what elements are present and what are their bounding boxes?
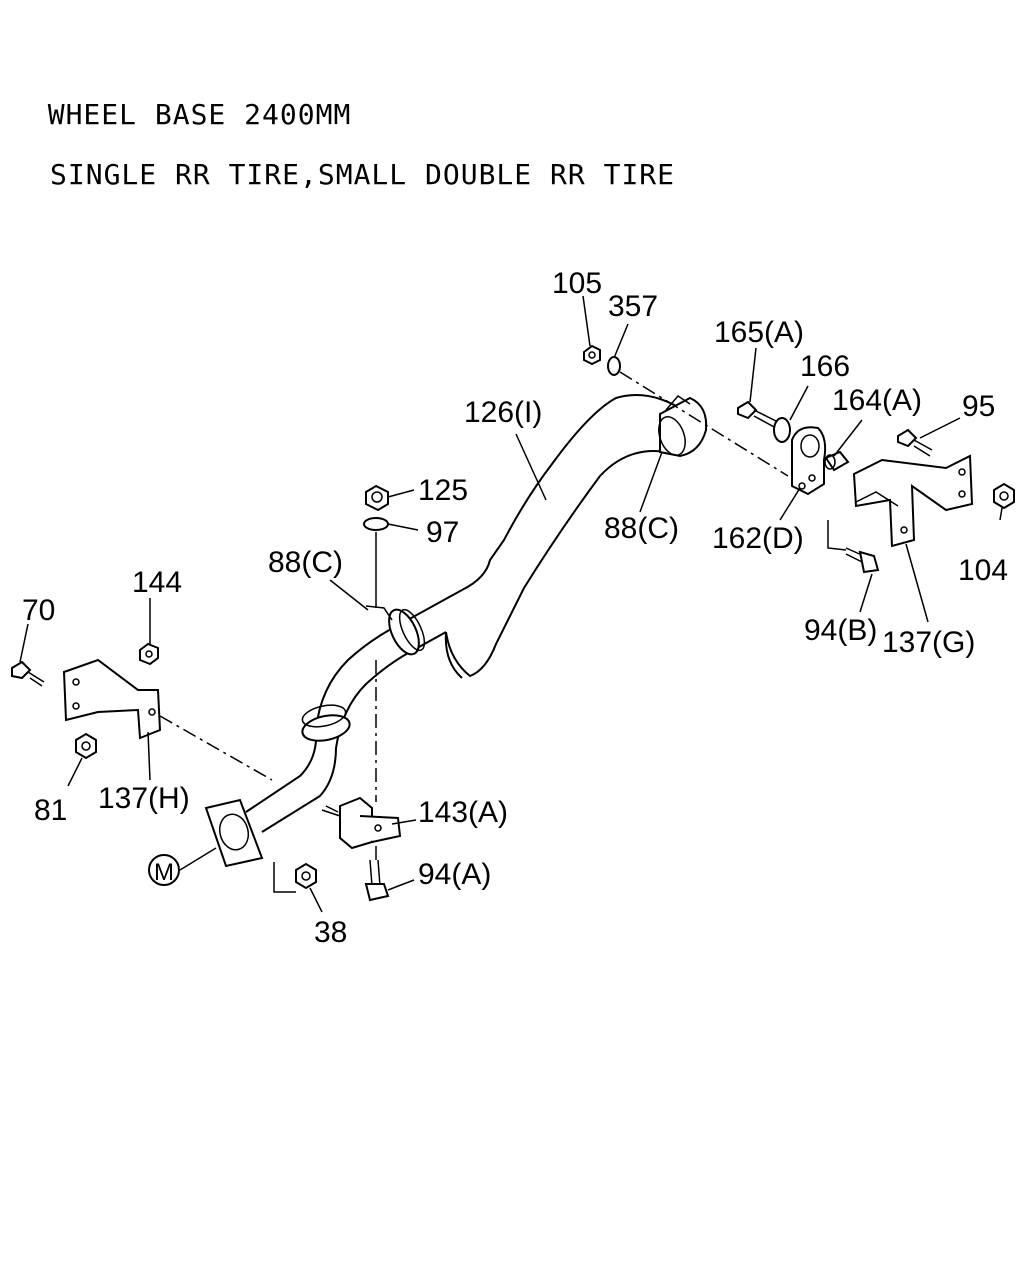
washer-97 bbox=[363, 517, 389, 531]
nut-144 bbox=[139, 642, 159, 666]
callout-125: 125 bbox=[418, 474, 468, 507]
bracket-162d bbox=[791, 426, 827, 496]
callout-104: 104 bbox=[958, 554, 1008, 587]
pipe-flange bbox=[204, 798, 264, 868]
callout-143a: 143(A) bbox=[418, 796, 508, 829]
bolt-95 bbox=[897, 428, 933, 457]
callout-126i: 126(I) bbox=[464, 396, 542, 429]
spacer-164a bbox=[824, 450, 850, 472]
callout-70: 70 bbox=[22, 594, 55, 627]
bolt-94a bbox=[364, 859, 390, 902]
callout-357: 357 bbox=[608, 290, 658, 323]
mount-143a bbox=[321, 796, 402, 850]
callout-144: 144 bbox=[132, 566, 182, 599]
callout-162d: 162(D) bbox=[712, 522, 804, 555]
callout-137h: 137(H) bbox=[98, 782, 190, 815]
callout-137g: 137(G) bbox=[882, 626, 975, 659]
callout-labels: 105 357 165(A) 166 164(A) 95 126(I) 125 … bbox=[22, 267, 1008, 949]
callout-94a: 94(A) bbox=[418, 858, 491, 891]
callout-105: 105 bbox=[552, 267, 602, 300]
nut-105 bbox=[583, 344, 601, 366]
callout-166: 166 bbox=[800, 350, 850, 383]
washer-357 bbox=[607, 356, 621, 376]
callout-95: 95 bbox=[962, 390, 995, 423]
nut-125 bbox=[365, 484, 389, 512]
bolt-70 bbox=[11, 660, 45, 687]
clamp-88c-right bbox=[658, 395, 708, 458]
callout-97: 97 bbox=[426, 516, 459, 549]
exhaust-pipe bbox=[245, 394, 687, 833]
callout-88c-left: 88(C) bbox=[268, 546, 343, 579]
title-line-2: SINGLE RR TIRE,SMALL DOUBLE RR TIRE bbox=[50, 158, 676, 191]
callout-165a: 165(A) bbox=[714, 316, 804, 349]
callout-94b: 94(B) bbox=[804, 614, 877, 647]
nut-104 bbox=[993, 482, 1015, 510]
callout-38: 38 bbox=[314, 916, 347, 949]
leader-lines bbox=[19, 295, 1003, 913]
bolt-94b bbox=[845, 547, 880, 574]
nut-81 bbox=[75, 732, 97, 760]
pipe-collar bbox=[301, 704, 351, 742]
nut-38 bbox=[295, 862, 317, 890]
clamp-88c-left bbox=[365, 605, 426, 656]
bracket-137g bbox=[852, 454, 974, 548]
assembly-lines bbox=[159, 371, 899, 893]
bolt-165a bbox=[737, 400, 779, 429]
callout-88c-right: 88(C) bbox=[604, 512, 679, 545]
bracket-137h bbox=[62, 658, 162, 740]
diagram-title: WHEEL BASE 2400MM SINGLE RR TIRE,SMALL D… bbox=[12, 70, 675, 220]
callout-164a: 164(A) bbox=[832, 384, 922, 417]
washer-166 bbox=[773, 417, 791, 443]
marker-m: M bbox=[148, 854, 180, 886]
callout-81: 81 bbox=[34, 794, 67, 827]
title-line-1: WHEEL BASE 2400MM bbox=[47, 98, 352, 131]
marker-m-label: M bbox=[154, 859, 174, 886]
